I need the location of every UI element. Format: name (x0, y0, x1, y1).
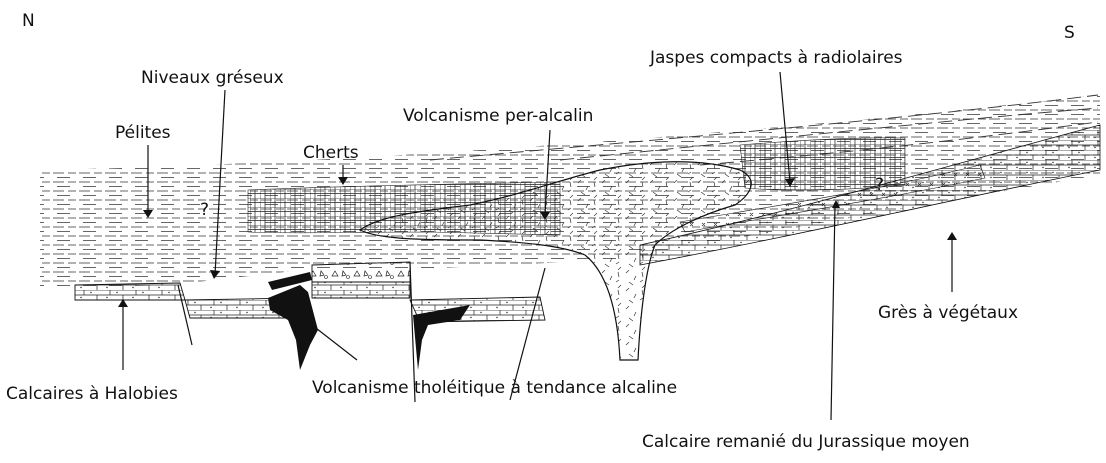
unknown-marker-1: ? (200, 200, 209, 220)
label-calcaires-halobies: Calcaires à Halobies (6, 384, 178, 404)
label-volcanisme-tholeiitique: Volcanisme tholéitique à tendance alcali… (312, 378, 677, 398)
south-label: S (1064, 23, 1075, 43)
tholeiitic-intrusion-2 (413, 305, 470, 370)
tholeiitic-sill (268, 272, 312, 290)
tholeiitic-intrusion-1 (268, 285, 318, 370)
label-pelites: Pélites (115, 123, 171, 143)
halobies-limestone (75, 283, 185, 300)
north-label: N (22, 11, 35, 31)
unknown-marker-2: ? (875, 175, 884, 195)
label-cherts: Cherts (303, 143, 359, 163)
label-calcaire-remanie: Calcaire remanié du Jurassique moyen (642, 432, 970, 452)
breccia-block (312, 262, 410, 282)
label-niveaux-greseux: Niveaux gréseux (141, 68, 284, 88)
label-gres-vegetaux: Grès à végétaux (878, 303, 1018, 323)
label-volcanisme-per-alcalin: Volcanisme per-alcalin (403, 106, 593, 126)
label-jaspes: Jaspes compacts à radiolaires (649, 48, 903, 68)
halobies-limestone-block3 (312, 282, 410, 298)
